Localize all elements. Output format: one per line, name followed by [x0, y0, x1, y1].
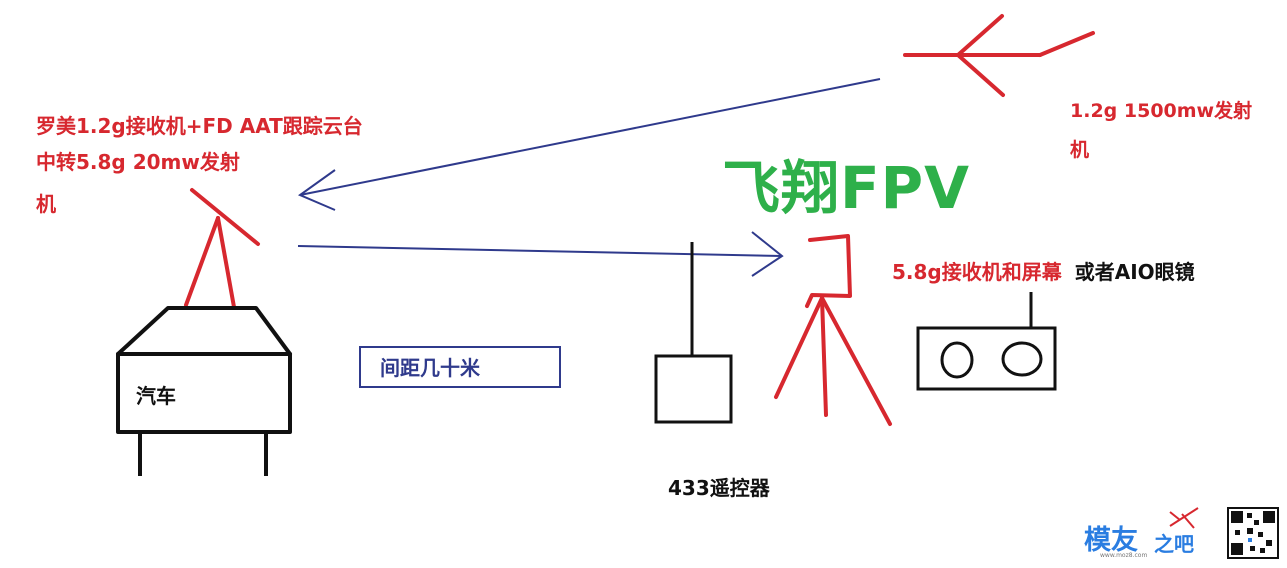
qr-code-icon — [1227, 507, 1279, 559]
watermark-brand-b: 之吧 — [1154, 532, 1194, 556]
goggles-sketch — [916, 292, 1057, 391]
car-label: 汽车 — [136, 384, 176, 408]
transmitter-label-line2: 机 — [1070, 139, 1090, 161]
watermark-url: www.moz8.com — [1100, 552, 1148, 559]
ground-station-label: 5.8g接收机和屏幕 或者AIO眼镜 — [892, 258, 1195, 286]
aircraft-sketch — [903, 14, 1095, 97]
car-sketch — [116, 306, 292, 476]
distance-label: 间距几十米 — [380, 356, 480, 380]
watermark-brand-a: 模友 — [1084, 525, 1138, 556]
screen-on-tripod-sketch — [774, 234, 892, 426]
tracking-antenna — [184, 188, 260, 309]
screen-receiver-text: 5.8g接收机和屏幕 — [892, 260, 1062, 284]
goggles-alt-text: 或者AIO眼镜 — [1074, 260, 1195, 284]
relay-receiver-label-line3: 机 — [36, 192, 56, 216]
downlink-arrow — [297, 78, 881, 211]
relay-receiver-label-line1: 罗美1.2g接收机+FD AAT跟踪云台 — [36, 114, 363, 138]
remote-label: 433遥控器 — [668, 476, 770, 500]
watermark-plane-icon — [1169, 507, 1199, 529]
relay-arrow — [297, 231, 784, 277]
relay-receiver-label-line2: 中转5.8g 20mw发射 — [36, 150, 240, 174]
diagram-title: 飞翔FPV — [722, 154, 971, 222]
distance-box — [359, 346, 561, 388]
transmitter-label-line1: 1.2g 1500mw发射 — [1070, 100, 1253, 122]
remote-controller-sketch — [654, 242, 733, 424]
